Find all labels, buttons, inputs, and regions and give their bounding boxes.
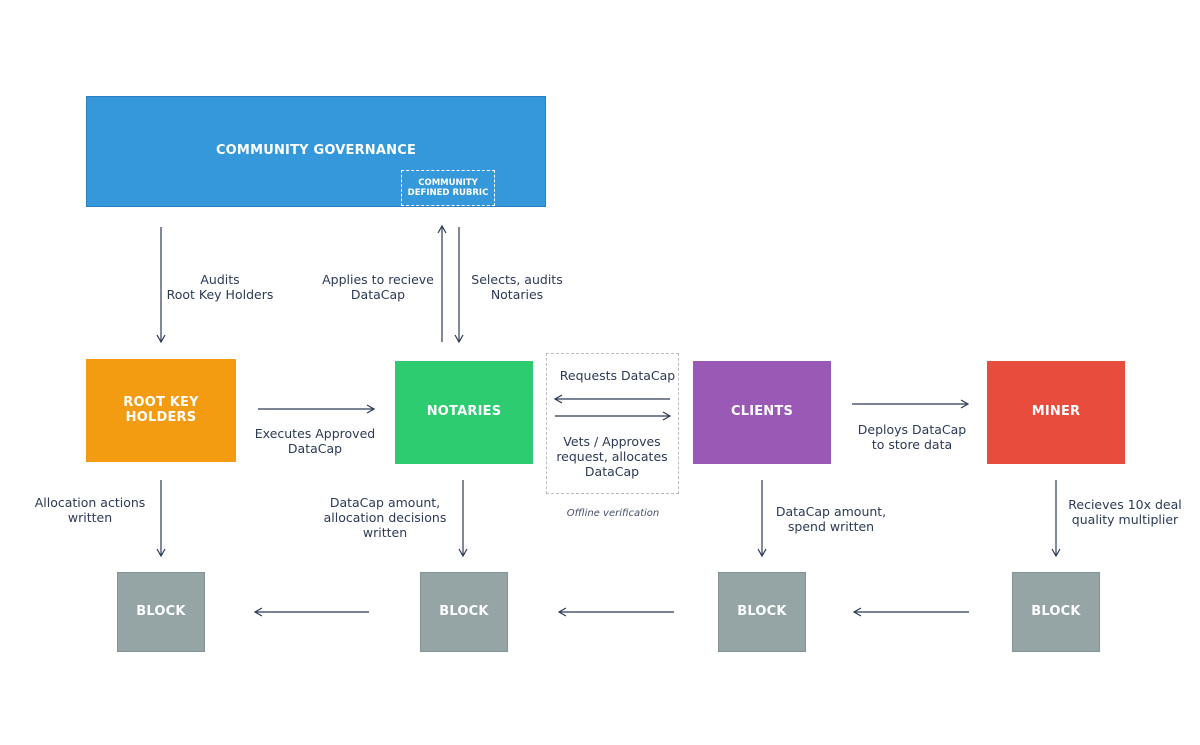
label-executes-datacap: Executes Approved DataCap bbox=[254, 426, 376, 456]
label-vets-approves: Vets / Approves request, allocates DataC… bbox=[556, 434, 668, 479]
clients-box: CLIENTS bbox=[693, 361, 831, 464]
label-audits-root: Audits Root Key Holders bbox=[166, 272, 274, 302]
notaries-label: NOTARIES bbox=[426, 404, 502, 420]
label-datacap-allocation: DataCap amount, allocation decisions wri… bbox=[323, 495, 447, 540]
label-requests-datacap: Requests DataCap bbox=[559, 368, 676, 383]
miner-label: MINER bbox=[1031, 404, 1081, 420]
label-offline-verification: Offline verification bbox=[566, 508, 660, 519]
community-rubric-label: COMMUNITY DEFINED RUBRIC bbox=[407, 178, 489, 198]
community-governance-box: COMMUNITY GOVERNANCE bbox=[86, 96, 546, 207]
label-applies-datacap: Applies to recieve DataCap bbox=[322, 272, 434, 302]
notaries-box: NOTARIES bbox=[395, 361, 533, 464]
label-recieves-multiplier: Recieves 10x deal quality multiplier bbox=[1068, 497, 1182, 527]
block-label-2: BLOCK bbox=[439, 603, 489, 619]
block-box-2: BLOCK bbox=[420, 572, 508, 652]
label-deploys-datacap: Deploys DataCap to store data bbox=[857, 422, 967, 452]
block-box-3: BLOCK bbox=[718, 572, 806, 652]
label-selects-audits: Selects, audits Notaries bbox=[471, 272, 563, 302]
label-allocation-actions: Allocation actions written bbox=[34, 495, 146, 525]
community-rubric-box: COMMUNITY DEFINED RUBRIC bbox=[401, 170, 495, 206]
clients-label: CLIENTS bbox=[730, 404, 794, 420]
offline-verification-region bbox=[546, 353, 679, 494]
community-governance-label: COMMUNITY GOVERNANCE bbox=[215, 143, 417, 159]
block-label-4: BLOCK bbox=[1031, 603, 1081, 619]
miner-box: MINER bbox=[987, 361, 1125, 464]
block-box-4: BLOCK bbox=[1012, 572, 1100, 652]
block-label-3: BLOCK bbox=[737, 603, 787, 619]
root-key-holders-box: ROOT KEY HOLDERS bbox=[86, 359, 236, 462]
root-key-holders-label: ROOT KEY HOLDERS bbox=[123, 394, 199, 425]
block-box-1: BLOCK bbox=[117, 572, 205, 652]
label-datacap-spend: DataCap amount, spend written bbox=[775, 504, 887, 534]
block-label-1: BLOCK bbox=[136, 603, 186, 619]
